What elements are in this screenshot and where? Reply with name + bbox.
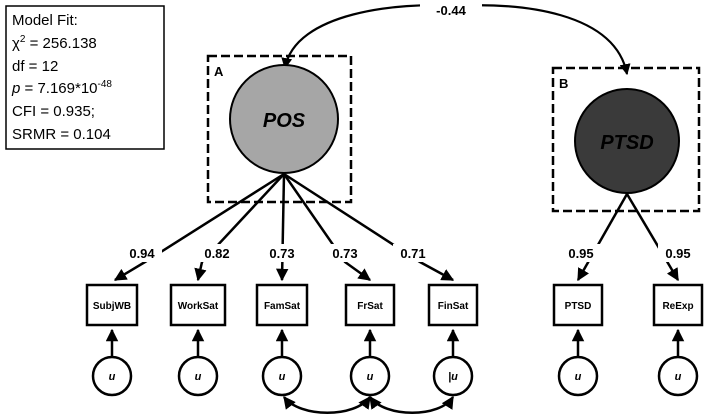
loading-paths xyxy=(113,172,680,282)
model-fit-srmr: SRMR = 0.104 xyxy=(12,126,111,143)
model-fit-cfi: CFI = 0.935; xyxy=(12,103,95,120)
error-label-frsat: u xyxy=(367,371,374,383)
error-covariances xyxy=(283,395,455,414)
loading-bg xyxy=(197,244,237,262)
indicators: SubjWB WorkSat FamSat FrSat FinSat PTSD … xyxy=(85,283,704,327)
error-circle-subjwb xyxy=(91,355,133,397)
loading-worksat: 0.82 xyxy=(204,246,229,261)
indicator-label-famsat: FamSat xyxy=(264,301,301,312)
loading-frsat: 0.73 xyxy=(332,246,357,261)
error-terms: u u u u |u u u xyxy=(91,355,699,397)
path-famsat xyxy=(275,173,289,282)
cov-frsat-finsat xyxy=(368,395,455,414)
model-fit-title: Model Fit: xyxy=(12,12,78,29)
error-circle-famsat xyxy=(261,355,303,397)
path-ptsd xyxy=(576,193,629,282)
error-label-reexp: u xyxy=(675,371,682,383)
model-fit-df: df = 12 xyxy=(12,58,58,75)
indicator-box-reexp xyxy=(652,283,704,327)
indicator-box-famsat xyxy=(255,283,309,327)
correlation-label: -0.44 xyxy=(436,3,466,18)
loading-ptsd: 0.95 xyxy=(568,246,593,261)
loading-subjwb: 0.94 xyxy=(129,246,155,261)
loading-reexp: 0.95 xyxy=(665,246,690,261)
error-label-ptsd: u xyxy=(575,371,582,383)
loading-labels: 0.94 0.82 0.73 0.73 0.71 0.95 0.95 xyxy=(122,244,698,262)
panel-b-border xyxy=(551,66,701,213)
panel-b-label: B xyxy=(559,76,568,91)
error-circle-reexp xyxy=(657,355,699,397)
loading-bg xyxy=(658,244,698,262)
indicator-label-worksat: WorkSat xyxy=(178,301,219,312)
error-label-finsat: |u xyxy=(448,371,458,383)
pos-latent-label: POS xyxy=(263,110,306,132)
error-circle-worksat xyxy=(177,355,219,397)
indicator-box-worksat xyxy=(169,283,227,327)
model-fit-border xyxy=(5,5,165,150)
ptsd-latent-label: PTSD xyxy=(600,132,653,154)
indicator-box-finsat xyxy=(427,283,479,327)
panel-a-border xyxy=(206,54,353,204)
ptsd-latent xyxy=(574,88,680,194)
correlation-label-bg xyxy=(420,1,482,19)
chi-sup: 2 xyxy=(20,34,26,45)
error-circle-frsat xyxy=(349,355,391,397)
panel-b: B PTSD xyxy=(551,66,701,213)
indicator-label-reexp: ReExp xyxy=(662,301,693,312)
loading-bg xyxy=(325,244,365,262)
path-subjwb xyxy=(113,172,285,282)
cov-famsat-frsat xyxy=(283,395,372,414)
p-value: = 7.169*10 xyxy=(20,80,97,97)
chi-symbol: χ xyxy=(12,35,20,52)
loading-bg xyxy=(122,244,162,262)
indicator-label-ptsd: PTSD xyxy=(565,301,592,312)
path-worksat xyxy=(194,173,285,282)
model-fit-chi: χ2 = 256.138 xyxy=(12,34,97,52)
indicator-label-finsat: FinSat xyxy=(438,301,469,312)
p-exp: -48 xyxy=(98,79,113,90)
error-label-worksat: u xyxy=(195,371,202,383)
path-finsat xyxy=(283,172,455,282)
chi-value: = 256.138 xyxy=(25,35,96,52)
path-frsat xyxy=(282,173,372,282)
indicator-box-frsat xyxy=(344,283,396,327)
indicator-label-frsat: FrSat xyxy=(357,301,383,312)
loading-bg xyxy=(393,244,433,262)
error-circle-finsat xyxy=(432,355,474,397)
loading-finsat: 0.71 xyxy=(400,246,425,261)
pos-latent xyxy=(229,64,339,174)
panel-a-label: A xyxy=(214,64,224,79)
indicator-box-ptsd xyxy=(552,283,604,327)
indicator-label-subjwb: SubjWB xyxy=(93,301,131,312)
panel-a: A POS xyxy=(206,54,353,204)
error-paths xyxy=(105,328,685,357)
error-circle-ptsd xyxy=(557,355,599,397)
error-label-subjwb: u xyxy=(109,371,116,383)
model-fit-p: p = 7.169*10-48 xyxy=(11,79,112,97)
path-reexp xyxy=(625,193,680,282)
model-fit-box: Model Fit: χ2 = 256.138 df = 12 p = 7.16… xyxy=(5,5,165,150)
loading-famsat: 0.73 xyxy=(269,246,294,261)
loading-bg xyxy=(262,244,302,262)
latent-correlation: -0.44 xyxy=(281,1,631,76)
p-symbol: p xyxy=(11,80,20,97)
loading-bg xyxy=(561,244,601,262)
indicator-box-subjwb xyxy=(85,283,139,327)
error-label-famsat: u xyxy=(279,371,286,383)
